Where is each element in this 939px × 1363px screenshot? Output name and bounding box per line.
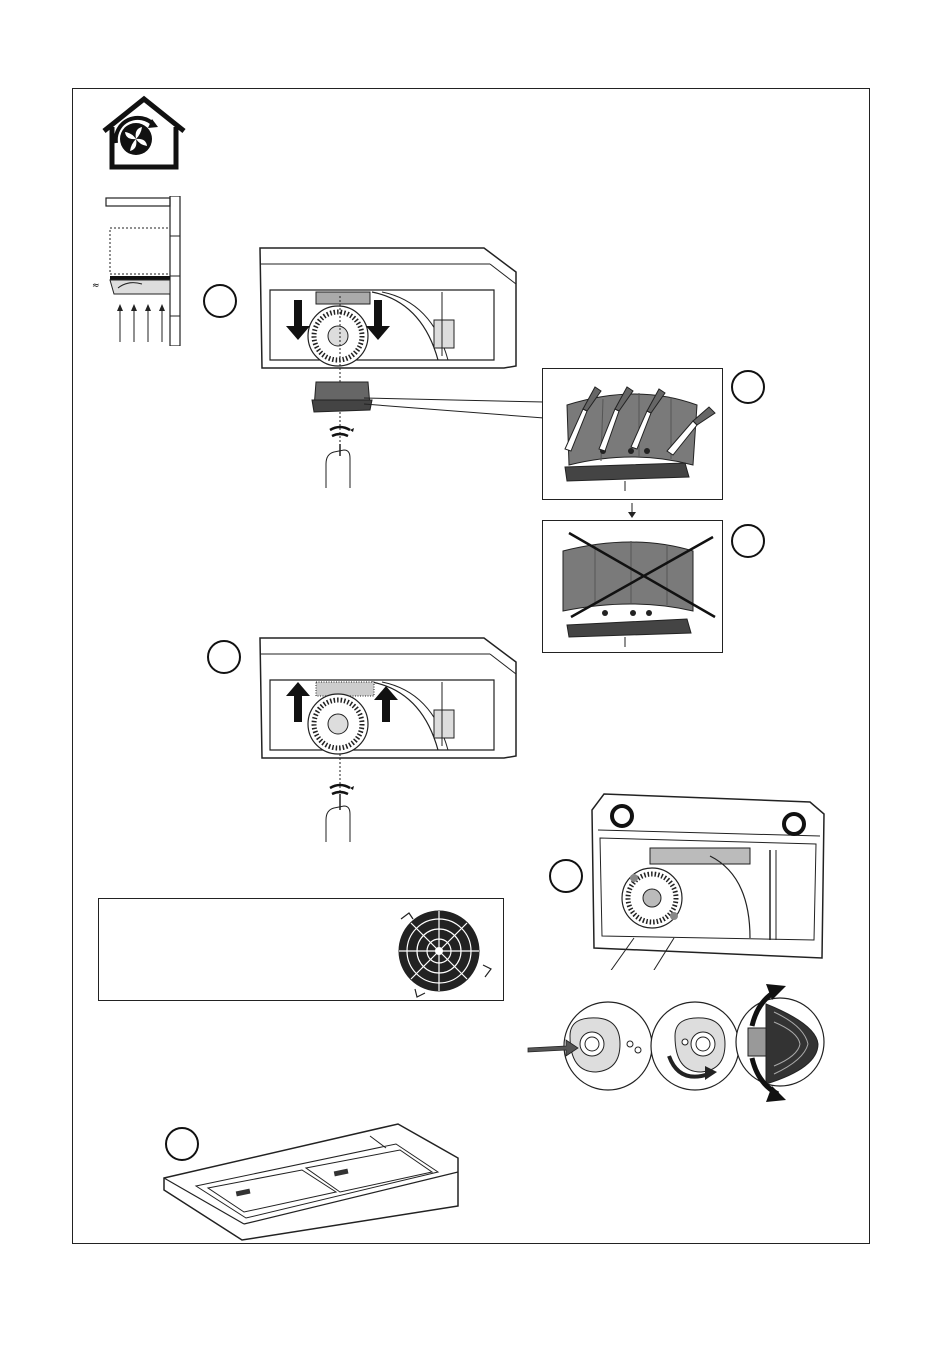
filter-discard-box <box>542 520 723 653</box>
house-recirculation-fan-icon <box>96 95 192 171</box>
clip-detail-3 <box>730 980 830 1110</box>
carbon-filter-note-box <box>98 898 504 1001</box>
hood-carbon-filter-install-drawing <box>580 790 830 970</box>
recirculation-installation-diagram: ≈ <box>84 196 184 346</box>
hood-open-fan-removal-drawing <box>254 244 526 494</box>
step-1-marker <box>203 284 237 318</box>
leader-lines <box>360 390 550 420</box>
hood-closed-drawing <box>160 1120 464 1244</box>
step-3-marker <box>731 524 765 558</box>
svg-text:≈: ≈ <box>92 281 100 291</box>
hood-open-fan-insertion-drawing <box>254 634 526 844</box>
down-arrow-icon <box>627 503 637 519</box>
clip-detail-1 <box>526 996 656 1096</box>
step-5-marker <box>549 859 583 893</box>
step-2-marker <box>731 370 765 404</box>
filter-cut-box <box>542 368 723 500</box>
step-4-marker <box>207 640 241 674</box>
